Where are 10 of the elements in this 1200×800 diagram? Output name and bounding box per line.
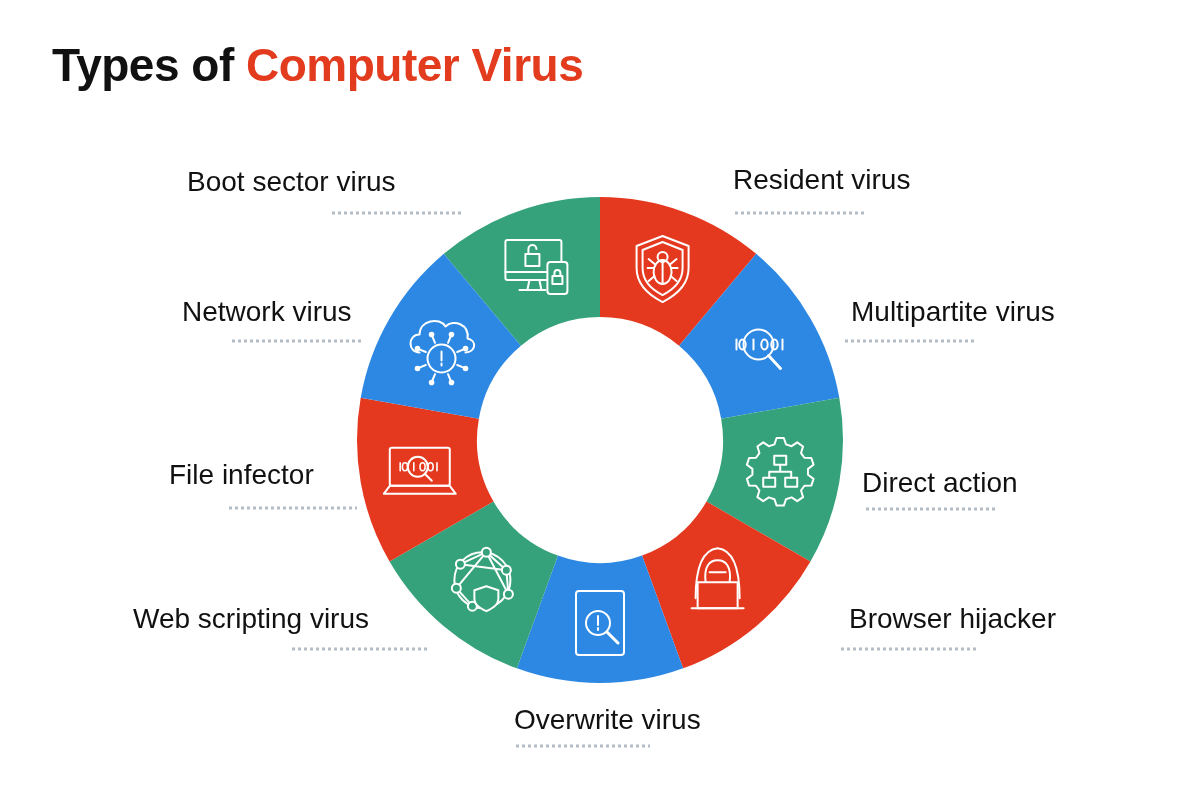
segment-label: Resident virus xyxy=(733,163,911,197)
segment-label: Overwrite virus xyxy=(514,703,701,737)
segment-label: Browser hijacker xyxy=(849,602,1056,636)
title: Types of Computer Virus xyxy=(52,38,584,92)
segment-label: Multipartite virus xyxy=(851,295,1055,329)
segment-label: File infector xyxy=(169,458,314,492)
segment-label: Boot sector virus xyxy=(187,165,396,199)
segment-label: Network virus xyxy=(182,295,352,329)
segment-label: Web scripting virus xyxy=(133,602,369,636)
segment-label: Direct action xyxy=(862,466,1018,500)
